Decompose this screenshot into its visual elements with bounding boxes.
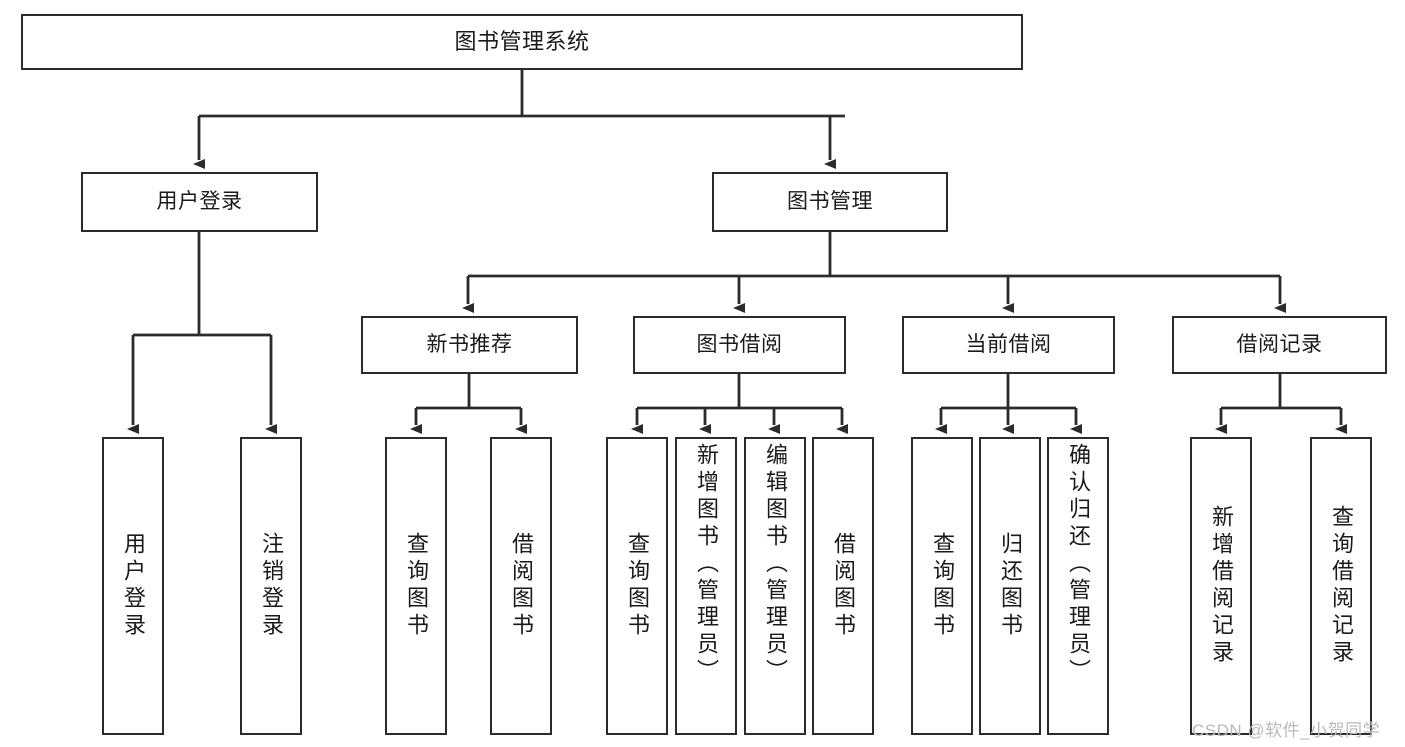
node-user-login[interactable]: 用户登录 xyxy=(81,172,318,232)
node-label: 当前借阅 xyxy=(965,332,1052,356)
node-label: 查询借阅记录 xyxy=(1329,505,1354,667)
node-label: 图书管理系统 xyxy=(454,29,590,55)
leaf-logout-login[interactable]: 注销登录 xyxy=(240,437,302,735)
node-label: 用户登录 xyxy=(156,189,243,213)
node-root-system[interactable]: 图书管理系统 xyxy=(21,14,1023,70)
node-label: 借阅记录 xyxy=(1236,332,1323,356)
node-label: 归还图书 xyxy=(998,532,1023,640)
node-label: 图书借阅 xyxy=(696,332,783,356)
node-label: 新增借阅记录 xyxy=(1209,505,1234,667)
leaf-borrow-book[interactable]: 借阅图书 xyxy=(812,437,874,735)
leaf-edit-book[interactable]: 编辑图书（管理员） xyxy=(744,437,806,735)
node-label: 新书推荐 xyxy=(426,332,513,356)
node-label: 查询图书 xyxy=(930,532,955,640)
node-book-borrow[interactable]: 图书借阅 xyxy=(633,316,846,374)
leaf-query-book-recommend[interactable]: 查询图书 xyxy=(385,437,447,735)
leaf-confirm-return[interactable]: 确认归还（管理员） xyxy=(1047,437,1109,735)
csdn-watermark: CSDN @软件_小贺同学 xyxy=(1192,721,1381,740)
node-book-management[interactable]: 图书管理 xyxy=(712,172,948,232)
leaf-add-borrow-record[interactable]: 新增借阅记录 xyxy=(1190,437,1252,735)
node-label: 编辑图书（管理员） xyxy=(763,443,788,686)
leaf-return-book[interactable]: 归还图书 xyxy=(979,437,1041,735)
node-label: 注销登录 xyxy=(259,532,284,640)
node-label: 查询图书 xyxy=(404,532,429,640)
node-new-book-recommend[interactable]: 新书推荐 xyxy=(361,316,578,374)
node-label: 借阅图书 xyxy=(509,532,534,640)
leaf-query-book-borrow[interactable]: 查询图书 xyxy=(606,437,668,735)
node-label: 用户登录 xyxy=(121,532,146,640)
leaf-borrow-book-recommend[interactable]: 借阅图书 xyxy=(490,437,552,735)
node-label: 新增图书（管理员） xyxy=(694,443,719,686)
leaf-query-book-current[interactable]: 查询图书 xyxy=(911,437,973,735)
node-label: 确认归还（管理员） xyxy=(1066,443,1091,686)
node-label: 查询图书 xyxy=(625,532,650,640)
node-borrow-record[interactable]: 借阅记录 xyxy=(1172,316,1387,374)
node-label: 借阅图书 xyxy=(831,532,856,640)
leaf-query-borrow-record[interactable]: 查询借阅记录 xyxy=(1310,437,1372,735)
leaf-user-login[interactable]: 用户登录 xyxy=(102,437,164,735)
node-label: 图书管理 xyxy=(787,189,873,213)
leaf-add-book[interactable]: 新增图书（管理员） xyxy=(675,437,737,735)
node-current-borrow[interactable]: 当前借阅 xyxy=(902,316,1115,374)
